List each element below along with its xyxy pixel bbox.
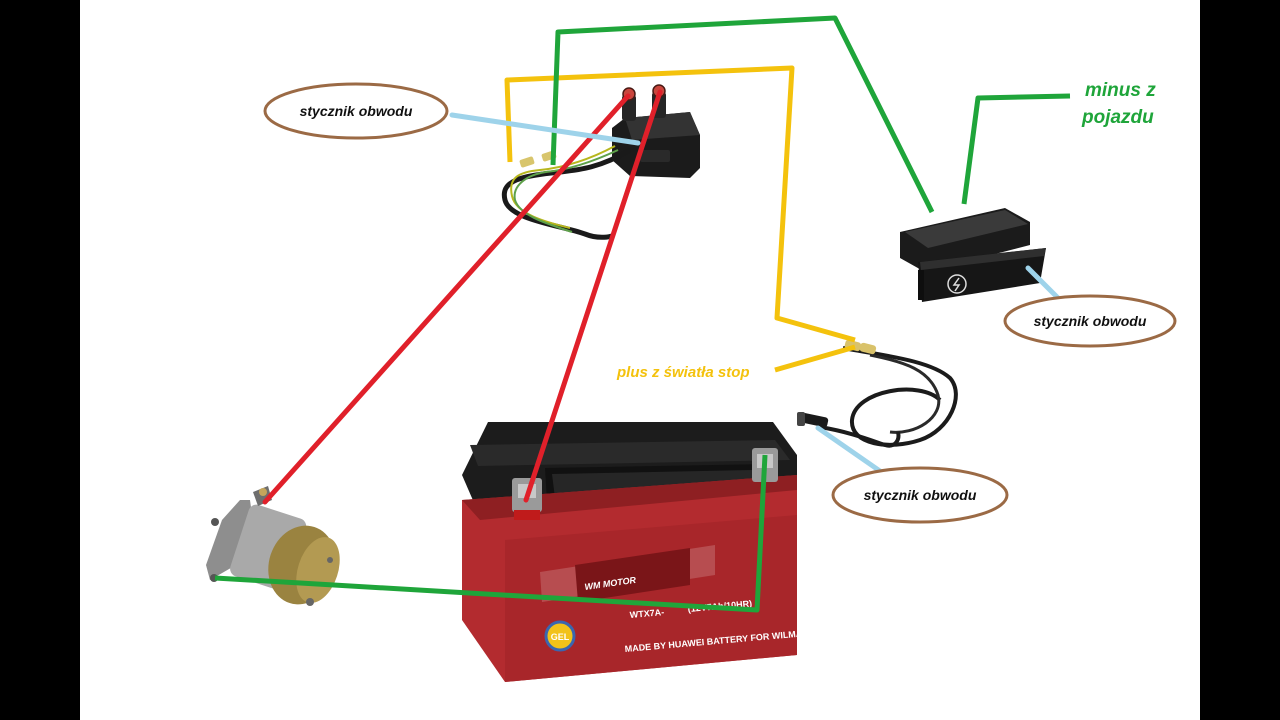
relay-callout-line [449, 112, 641, 146]
relay-callout-label: stycznik obwodu [300, 103, 413, 119]
wiring-diagram-canvas: WM MOTOR WTX7A- (12V7Ah/10HR) MADE BY HU… [80, 0, 1200, 720]
relay-pigtail-wires [501, 145, 632, 240]
battery-icon: WM MOTOR WTX7A- (12V7Ah/10HR) MADE BY HU… [462, 422, 808, 682]
green-wire-vehicle-minus [961, 93, 1071, 205]
yellow-wire-relay-to-brake-switch [504, 65, 856, 343]
red-wire-relay-to-battery [523, 89, 663, 503]
brake-callout-line [815, 425, 893, 481]
battery-gel-badge: GEL [551, 632, 570, 642]
brake-callout: stycznik obwodu [831, 466, 1009, 524]
starter-motor-icon [206, 486, 340, 606]
battery-model-text: WTX7A- [629, 607, 664, 620]
brake-callout-label: stycznik obwodu [864, 487, 977, 503]
wiring-diagram: WM MOTOR WTX7A- (12V7Ah/10HR) MADE BY HU… [206, 15, 1177, 682]
relay-callout: stycznik obwodu [263, 82, 449, 140]
green-wire-relay-to-switch [550, 15, 935, 214]
vehicle-minus-label-line2: pojazdu [1081, 107, 1154, 128]
yellow-wire [504, 65, 856, 373]
vehicle-minus-label-line1: minus z [1085, 80, 1156, 101]
brake-light-plus-label: plus z światła stop [616, 364, 750, 381]
switch-callout: stycznik obwodu [1003, 294, 1177, 348]
yellow-wire-brake-light-plus [774, 344, 856, 373]
red-wire [262, 89, 663, 505]
green-wire [214, 15, 1071, 613]
red-wire-relay-to-motor [262, 93, 631, 505]
rocker-switch-icon [900, 208, 1046, 302]
switch-callout-label: stycznik obwodu [1034, 313, 1147, 329]
green-wire-motor-to-battery [214, 454, 768, 613]
